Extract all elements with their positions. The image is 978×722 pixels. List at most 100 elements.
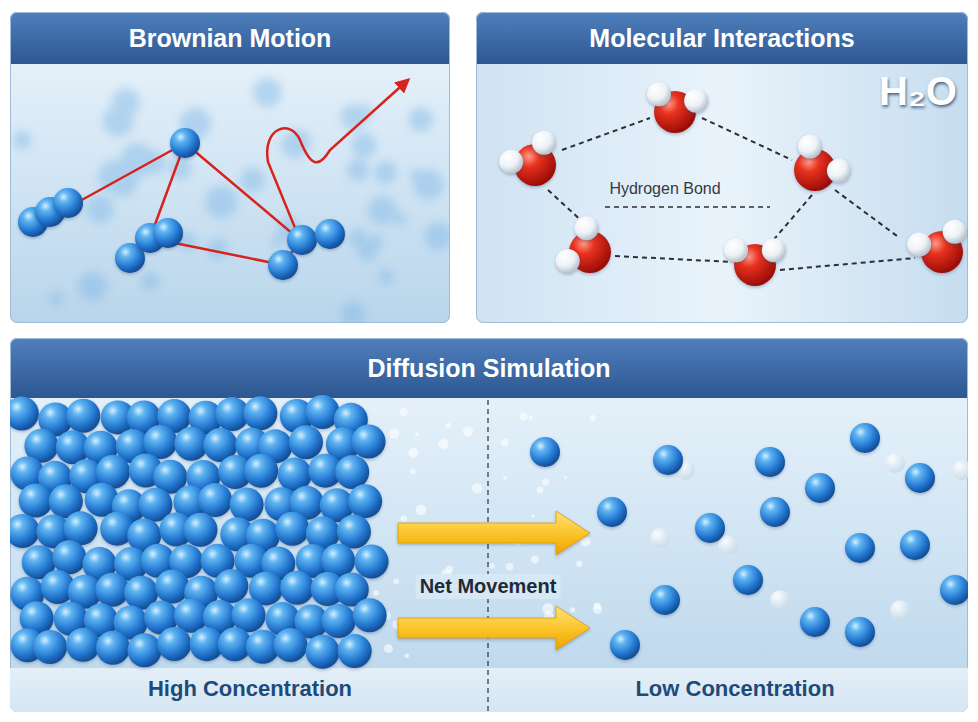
illustration-part bbox=[424, 222, 450, 250]
particle bbox=[280, 571, 314, 605]
particle bbox=[268, 250, 298, 280]
speck bbox=[507, 584, 512, 589]
particle bbox=[53, 188, 83, 218]
particle bbox=[306, 635, 340, 669]
particle bbox=[289, 425, 323, 459]
illustration-part bbox=[341, 302, 365, 323]
speck bbox=[373, 590, 378, 595]
illustration-part bbox=[78, 272, 107, 301]
formula-label: H₂O bbox=[879, 68, 957, 114]
divider-line bbox=[487, 400, 488, 712]
panel-ground bbox=[10, 338, 968, 712]
pale-particle bbox=[890, 600, 910, 620]
hydrogen-atom bbox=[762, 238, 786, 262]
hydrogen-bond-line bbox=[780, 258, 915, 270]
hydrogen-bond-line bbox=[770, 195, 812, 244]
panel-header-bar bbox=[476, 12, 968, 64]
particle bbox=[95, 573, 129, 607]
illustration-part bbox=[287, 130, 311, 154]
hydrogen-atom bbox=[827, 159, 851, 183]
hydrogen-bond-line bbox=[562, 118, 650, 150]
speck bbox=[384, 644, 393, 653]
speck bbox=[416, 505, 426, 515]
hydrogen-atom bbox=[907, 233, 931, 257]
speck bbox=[400, 515, 406, 521]
speck bbox=[404, 653, 409, 658]
panel: Brownian Motion bbox=[10, 12, 450, 323]
region-label: High Concentration bbox=[148, 676, 352, 701]
speck bbox=[531, 514, 534, 517]
particle bbox=[243, 396, 277, 430]
speck bbox=[393, 578, 399, 584]
speck bbox=[519, 412, 527, 420]
region-label: Low Concentration bbox=[635, 676, 834, 701]
illustration-part bbox=[368, 196, 397, 225]
particle bbox=[244, 454, 278, 488]
particle bbox=[805, 473, 835, 503]
hydrogen-bond-line bbox=[615, 256, 732, 262]
panel-heading: Molecular Interactions bbox=[476, 12, 968, 64]
particle bbox=[845, 533, 875, 563]
hydrogen-bond-line bbox=[835, 190, 897, 236]
particle bbox=[940, 575, 968, 605]
illustration-part bbox=[49, 292, 63, 306]
particle bbox=[800, 607, 830, 637]
particle bbox=[232, 598, 266, 632]
particle bbox=[66, 628, 100, 662]
hydrogen-bond-line bbox=[702, 118, 792, 160]
particle bbox=[10, 514, 39, 548]
net-movement-arrow bbox=[398, 511, 590, 555]
hydrogen-atom bbox=[724, 238, 748, 262]
particle bbox=[760, 497, 790, 527]
hydrogen-atom bbox=[556, 249, 580, 273]
speck bbox=[570, 607, 575, 612]
particle bbox=[274, 628, 308, 662]
speck bbox=[531, 556, 539, 564]
particle bbox=[52, 540, 86, 574]
particle bbox=[96, 631, 130, 665]
speck bbox=[446, 565, 454, 573]
panel-body bbox=[10, 338, 968, 712]
speck bbox=[489, 563, 495, 569]
particle bbox=[353, 598, 387, 632]
speck bbox=[415, 432, 419, 436]
panel-frame bbox=[11, 13, 450, 323]
particle bbox=[153, 218, 183, 248]
pale-particle bbox=[770, 590, 790, 610]
illustration-part bbox=[409, 107, 433, 131]
illustration-part bbox=[368, 234, 383, 249]
particle bbox=[64, 511, 98, 545]
speck bbox=[408, 448, 418, 458]
illustration-part bbox=[241, 168, 265, 192]
water-molecule bbox=[907, 220, 967, 273]
speck bbox=[576, 561, 582, 567]
panel-ground bbox=[476, 12, 968, 323]
illustration-part bbox=[347, 159, 369, 181]
illustration-part bbox=[107, 165, 138, 196]
hydrogen-atom bbox=[798, 135, 822, 159]
label-strip bbox=[10, 668, 968, 712]
illustration-part bbox=[253, 78, 282, 107]
particle bbox=[170, 128, 200, 158]
particle bbox=[695, 513, 725, 543]
particle bbox=[335, 455, 369, 489]
particle bbox=[653, 445, 683, 475]
particle bbox=[355, 544, 389, 578]
net-movement-arrow bbox=[398, 606, 590, 650]
particle bbox=[850, 423, 880, 453]
panel-header-bar bbox=[10, 12, 450, 64]
particle bbox=[610, 630, 640, 660]
illustration-part bbox=[112, 89, 140, 117]
illustration-part bbox=[141, 150, 165, 174]
random-walk-path bbox=[60, 143, 300, 265]
particle bbox=[845, 617, 875, 647]
panel-body bbox=[10, 12, 450, 323]
annotation-label: Net Movement bbox=[416, 574, 561, 599]
diffusion-illustration bbox=[10, 395, 968, 712]
hydrogen-atom bbox=[943, 220, 967, 244]
particle bbox=[597, 497, 627, 527]
speck bbox=[593, 604, 602, 613]
panel: Diffusion Simulation bbox=[10, 338, 968, 712]
